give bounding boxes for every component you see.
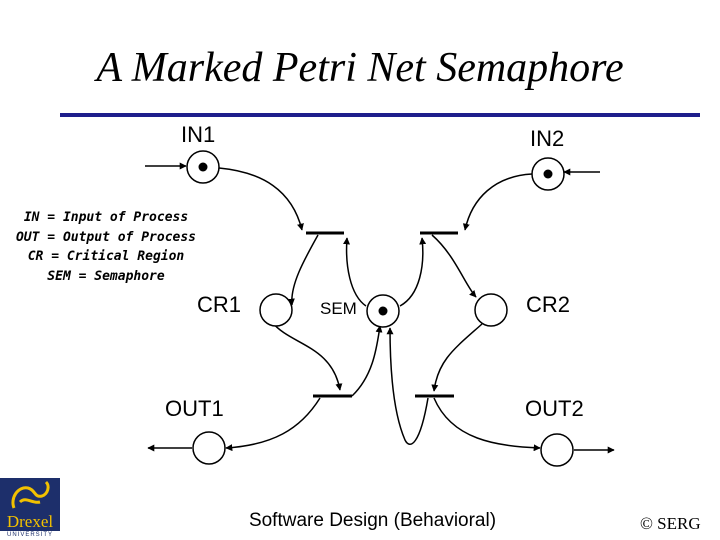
- copyright: © SERG: [640, 514, 701, 533]
- arc-sem-t1: [343, 237, 367, 307]
- token-in2: [543, 169, 553, 179]
- legend-out: OUT = Output of Process: [15, 229, 196, 245]
- legend-in: IN = Input of Process: [23, 210, 189, 225]
- token-in1: [198, 162, 208, 172]
- label-out1: OUT1: [165, 396, 224, 421]
- arc-t2-cr2: [431, 234, 477, 298]
- arc-cr2-t4: [431, 323, 483, 392]
- title-underline: [60, 113, 700, 117]
- arc-in1-t1: [218, 167, 304, 231]
- arc-t3-out1: [225, 397, 321, 452]
- arc-t1-cr1: [287, 234, 319, 306]
- arc-t4-sem: [386, 327, 429, 445]
- logo-university: UNIVERSITY: [0, 531, 60, 540]
- legend-cr: CR = Critical Region: [27, 249, 185, 264]
- label-sem: SEM: [320, 299, 357, 318]
- label-cr1: CR1: [197, 292, 242, 317]
- place-cr2: [474, 293, 508, 327]
- arc-sem-t2: [399, 237, 427, 307]
- label-cr2: CR2: [526, 292, 571, 317]
- place-out2: [540, 433, 574, 467]
- place-out1: [192, 431, 226, 465]
- slide-title: A Marked Petri Net Semaphore: [96, 45, 624, 91]
- logo-wordmark: Drexel: [6, 512, 54, 531]
- arc-cr1-t3: [271, 321, 343, 391]
- legend-sem: SEM = Semaphore: [47, 268, 165, 284]
- label-out2: OUT2: [525, 396, 584, 421]
- arc-t4-out2: [433, 397, 541, 452]
- arc-in2-t2: [462, 173, 533, 231]
- place-cr1: [259, 293, 293, 327]
- footer-text: Software Design (Behavioral): [248, 510, 497, 531]
- legend: IN = Input of Process OUT = Output of Pr…: [0, 208, 212, 286]
- dragon-icon: [11, 480, 50, 509]
- arc-t3-sem: [351, 325, 383, 397]
- drexel-logo: Drexel UNIVERSITY: [0, 478, 60, 540]
- label-in2: IN2: [530, 126, 565, 151]
- token-sem: [378, 306, 388, 316]
- label-in1: IN1: [181, 122, 216, 147]
